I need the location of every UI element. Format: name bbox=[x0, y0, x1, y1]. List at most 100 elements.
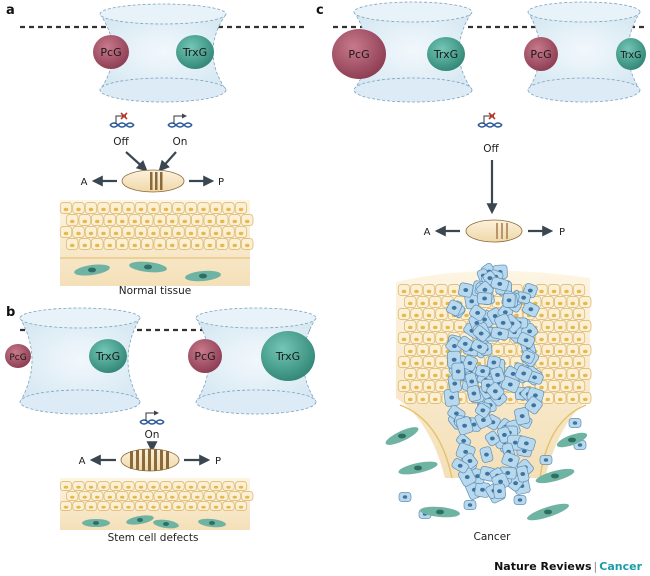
gene-off-label: Off bbox=[113, 136, 129, 148]
cell-nucleus bbox=[462, 341, 468, 346]
gene-off-label: Off bbox=[483, 143, 499, 155]
cell-nucleus bbox=[474, 320, 480, 325]
chromatin-cylinder bbox=[353, 1, 473, 103]
cell-nucleus bbox=[513, 481, 519, 486]
cell-nucleus bbox=[195, 243, 200, 248]
tumor-cells bbox=[398, 262, 587, 519]
cell-nucleus bbox=[245, 243, 250, 248]
cell-nucleus bbox=[420, 301, 425, 306]
cancer-tissue bbox=[385, 262, 592, 521]
cell-nucleus bbox=[576, 385, 582, 390]
cell-nucleus bbox=[95, 495, 100, 499]
cell-nucleus bbox=[495, 301, 500, 306]
cell-nucleus bbox=[408, 373, 413, 378]
cell-nucleus bbox=[232, 243, 237, 248]
cell-nucleus bbox=[138, 207, 144, 212]
embryo bbox=[121, 169, 185, 193]
cell-nucleus bbox=[126, 485, 131, 489]
cell-nucleus bbox=[495, 372, 500, 377]
cell-nucleus bbox=[508, 397, 513, 402]
cell-nucleus bbox=[551, 337, 557, 342]
cell-nucleus bbox=[213, 207, 219, 212]
pcg-label: PcG bbox=[530, 48, 551, 61]
trxg-protein bbox=[176, 35, 214, 69]
pcg-label: PcG bbox=[100, 46, 121, 59]
cell-nucleus bbox=[120, 219, 125, 224]
gene-on-icon bbox=[167, 113, 193, 128]
cell-nucleus bbox=[539, 289, 544, 294]
cell-nucleus bbox=[551, 385, 557, 390]
cell-nucleus bbox=[176, 505, 181, 509]
cell-nucleus bbox=[449, 395, 455, 400]
cell-nucleus bbox=[455, 369, 461, 374]
cell-nucleus bbox=[502, 310, 508, 315]
cell-nucleus bbox=[508, 458, 513, 463]
cell-nucleus bbox=[454, 411, 459, 416]
cell-nucleus bbox=[558, 325, 563, 330]
gene-off-icon bbox=[109, 112, 135, 128]
pcg-protein bbox=[524, 37, 558, 71]
cell-nucleus bbox=[545, 349, 550, 354]
cell-nucleus bbox=[475, 310, 481, 315]
cell-nucleus bbox=[487, 276, 493, 281]
cell-nucleus bbox=[539, 361, 544, 366]
cell-nucleus bbox=[481, 418, 486, 423]
cell-nucleus bbox=[433, 373, 438, 378]
cell-nucleus bbox=[101, 231, 106, 236]
pcg-label: PcG bbox=[9, 353, 26, 363]
cell-nucleus bbox=[63, 485, 69, 489]
cell-nucleus bbox=[545, 397, 550, 402]
cell-nucleus bbox=[238, 231, 244, 236]
cell-nucleus bbox=[564, 337, 569, 342]
cell-nucleus bbox=[70, 243, 75, 248]
cell-nucleus bbox=[527, 329, 532, 334]
cell-nucleus bbox=[182, 243, 187, 248]
cell-nucleus bbox=[543, 458, 549, 462]
cell-nucleus bbox=[113, 207, 119, 212]
cell-nucleus bbox=[570, 349, 575, 354]
cell-nucleus bbox=[498, 479, 503, 484]
embryo bbox=[120, 448, 180, 472]
stromal-cells bbox=[74, 261, 221, 282]
cell-nucleus bbox=[76, 505, 81, 509]
cell-nucleus bbox=[508, 349, 513, 354]
cell-nucleus bbox=[145, 243, 150, 248]
cell-nucleus bbox=[426, 313, 432, 318]
cell-nucleus bbox=[151, 505, 156, 509]
chromatin-cylinder bbox=[99, 3, 227, 103]
gene-on-icon bbox=[139, 410, 165, 425]
trxg-protein bbox=[427, 37, 465, 71]
cell-nucleus bbox=[408, 325, 413, 330]
cell-nucleus bbox=[439, 337, 444, 342]
cell-nucleus bbox=[163, 207, 169, 212]
cell-nucleus bbox=[113, 505, 119, 509]
cell-nucleus bbox=[188, 485, 194, 489]
cell-nucleus bbox=[482, 317, 487, 322]
cell-nucleus bbox=[502, 432, 507, 437]
cell-nucleus bbox=[188, 207, 194, 212]
credit-separator: | bbox=[593, 560, 598, 573]
cell-nucleus bbox=[238, 207, 244, 212]
trxg-label: TrxG bbox=[433, 48, 458, 61]
cell-nucleus bbox=[558, 397, 563, 402]
cell-nucleus bbox=[145, 495, 150, 499]
cell-nucleus bbox=[145, 219, 150, 224]
cell-nucleus bbox=[521, 449, 527, 454]
stem-defect-tissue bbox=[59, 478, 254, 530]
cell-nucleus bbox=[170, 219, 175, 224]
cell-nucleus bbox=[464, 313, 469, 318]
cell-nucleus bbox=[402, 495, 408, 499]
axis-label-a: A bbox=[424, 227, 431, 238]
cell-nucleus bbox=[207, 243, 212, 248]
cell-nucleus bbox=[201, 231, 206, 236]
cell-nucleus bbox=[195, 495, 200, 499]
cell-nucleus bbox=[497, 489, 502, 494]
cell-nucleus bbox=[510, 371, 516, 376]
cell-nucleus bbox=[558, 349, 563, 354]
arrow-off bbox=[125, 151, 148, 172]
cell-nucleus bbox=[157, 219, 162, 224]
cell-nucleus bbox=[583, 349, 588, 354]
cell-nucleus bbox=[471, 391, 477, 396]
cell-nucleus bbox=[95, 219, 100, 224]
